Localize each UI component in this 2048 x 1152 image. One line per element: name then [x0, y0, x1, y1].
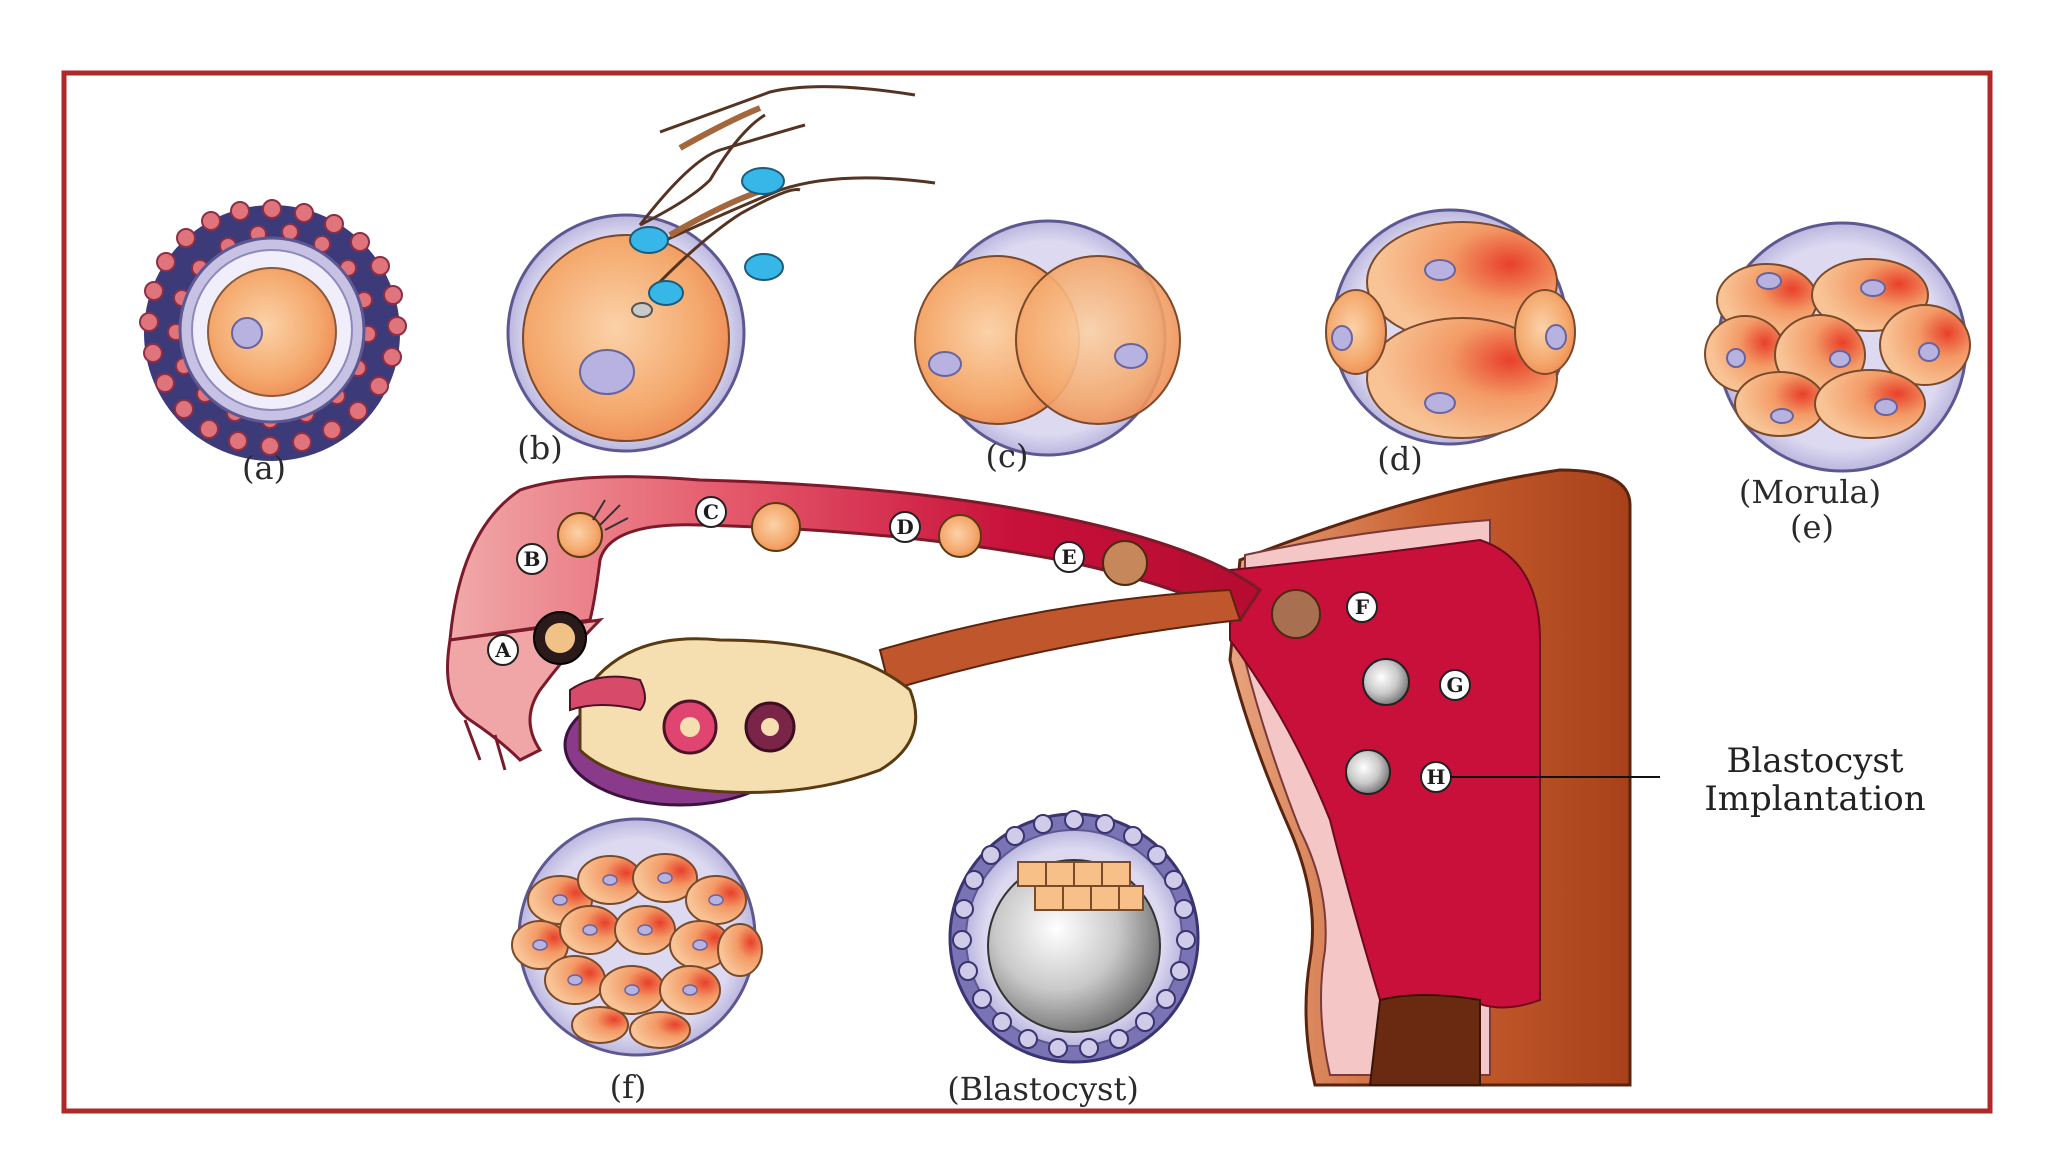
svg-text:G: G: [1446, 673, 1463, 697]
sperm-cells: [629, 85, 936, 318]
svg-text:B: B: [524, 547, 541, 571]
caption-c: (c): [986, 437, 1029, 475]
caption-blastocyst: (Blastocyst): [947, 1070, 1139, 1108]
tract-embryos: [533, 499, 1410, 795]
svg-text:H: H: [1427, 765, 1446, 789]
stage-c-two-cell: [914, 219, 1181, 457]
ovary: [563, 588, 1242, 807]
stage-f-morula: [511, 817, 763, 1057]
svg-text:D: D: [896, 515, 913, 539]
stage-markers: A B C D E F G H: [487, 496, 1471, 793]
caption-e: (e): [1790, 508, 1834, 546]
stage-blastocyst: [948, 810, 1200, 1064]
marker-G: G: [1439, 669, 1471, 701]
marker-A: A: [487, 634, 519, 666]
trophoblast-cells: [952, 810, 1196, 1058]
marker-E: E: [1053, 541, 1085, 573]
caption-e-name: (Morula): [1739, 473, 1881, 511]
caption-b: (b): [517, 429, 562, 467]
svg-text:E: E: [1061, 545, 1076, 569]
svg-text:F: F: [1355, 595, 1369, 619]
caption-d: (d): [1377, 440, 1422, 478]
stage-b-fertilization: [506, 85, 936, 453]
stage-d-four-cell: [1325, 208, 1576, 446]
implantation-label-line2: Implantation: [1704, 779, 1925, 819]
marker-F: F: [1346, 591, 1378, 623]
caption-a: (a): [242, 449, 286, 487]
implantation-label-line1: Blastocyst: [1726, 741, 1903, 781]
marker-H: H: [1420, 761, 1452, 793]
marker-C: C: [695, 496, 727, 528]
marker-B: B: [516, 543, 548, 575]
svg-text:A: A: [494, 638, 511, 662]
marker-D: D: [889, 511, 921, 543]
caption-f: (f): [610, 1068, 647, 1106]
stage-e-morula: [1704, 221, 1971, 473]
svg-text:C: C: [703, 500, 719, 524]
stage-a-oocyte: [139, 199, 407, 461]
